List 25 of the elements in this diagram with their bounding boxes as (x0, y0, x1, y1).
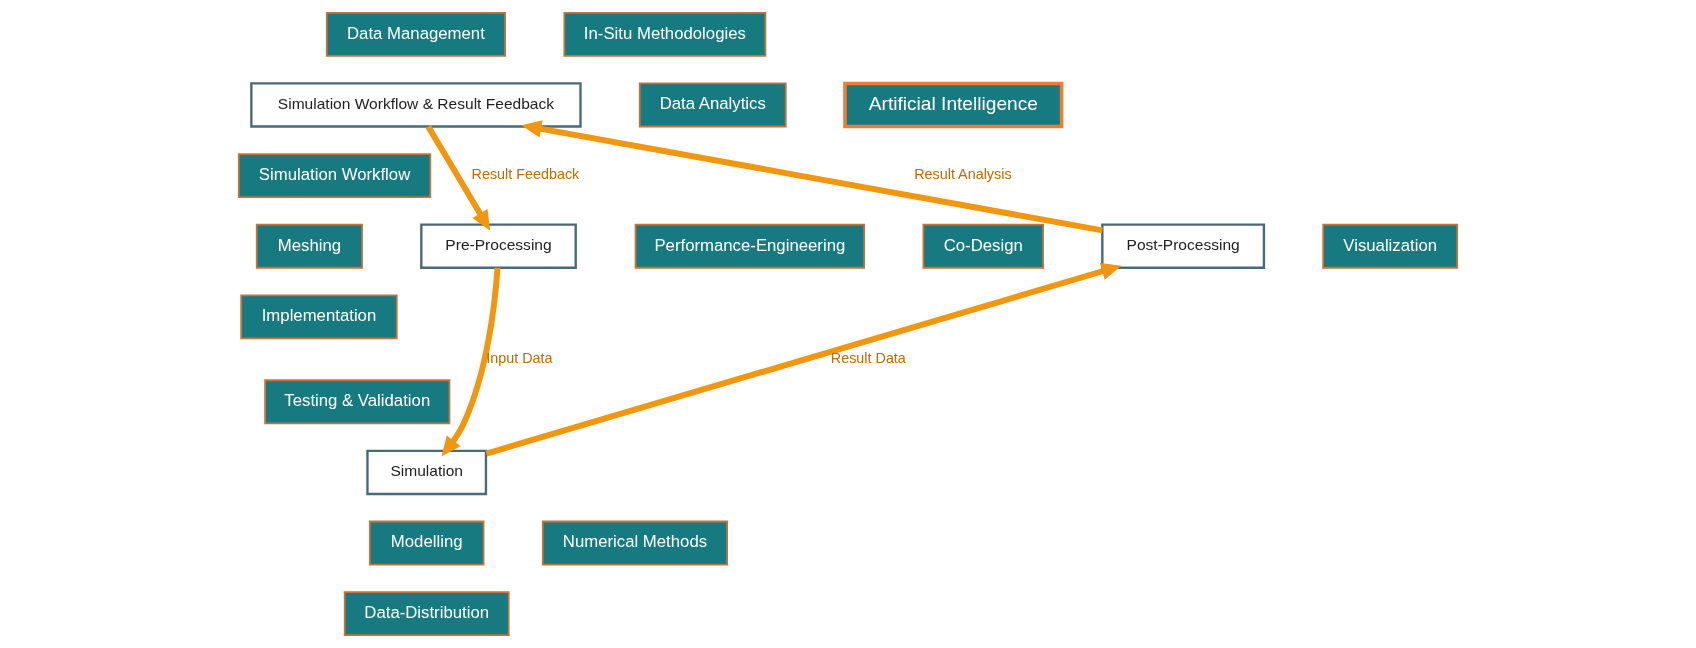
node-box: Testing & Validation (264, 379, 451, 425)
edge-label: Input Data (486, 350, 553, 367)
node-box: Modelling (368, 520, 485, 566)
node-box: Simulation Workflow (237, 153, 432, 199)
node-box: In-Situ Methodologies (563, 11, 767, 57)
node-box: Data-Distribution (343, 591, 510, 637)
node-box: Meshing (255, 223, 363, 269)
arrow (441, 267, 501, 457)
node-box: Data Analytics (638, 82, 787, 128)
edge-label: Result Feedback (471, 166, 580, 183)
node-box: Implementation (240, 294, 398, 340)
edge-label: Result Data (830, 350, 906, 367)
node-box: Post-Processing (1101, 223, 1266, 269)
edge-label: Result Analysis (914, 166, 1012, 183)
node-box: Artificial Intelligence (843, 81, 1064, 129)
node-box: Pre-Processing (420, 223, 577, 269)
node-box: Numerical Methods (541, 520, 728, 566)
node-box: Simulation (366, 449, 488, 496)
node-box: Data Management (325, 11, 506, 57)
arrow (521, 120, 1103, 234)
node-box: Co-Design (922, 223, 1044, 269)
arrow (485, 262, 1122, 457)
node-box: Performance-Engineering (634, 223, 866, 269)
node-box: Simulation Workflow & Result Feedback (250, 82, 582, 128)
node-box: Visualization (1322, 223, 1459, 269)
